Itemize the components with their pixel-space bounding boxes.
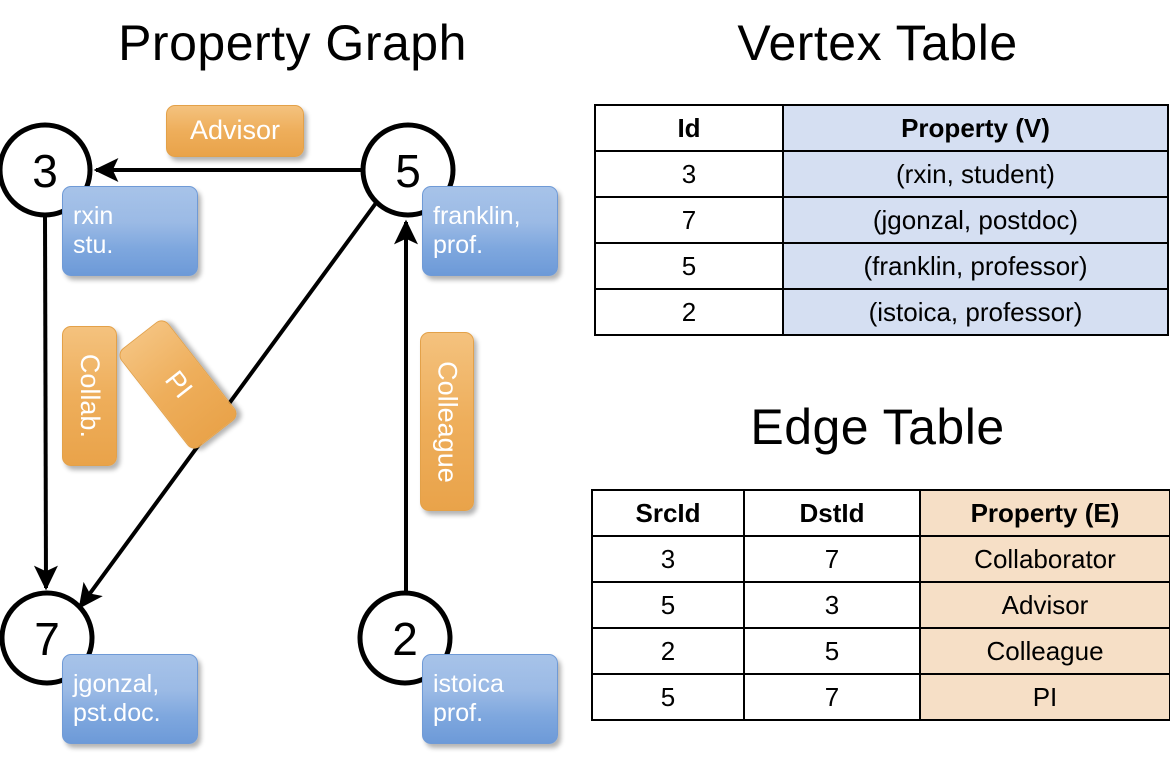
vertex-badge-istoica-line2: prof.	[433, 699, 484, 727]
edge-badge-advisor[interactable]: Advisor	[166, 105, 304, 157]
edge-badge-colleague[interactable]: Colleague	[420, 332, 474, 511]
table-row: 2 5 Colleague	[591, 627, 1170, 675]
edge-row-3-property: PI	[919, 673, 1170, 721]
edge-row-1-dst: 3	[743, 581, 921, 629]
vertex-row-1-property: (jgonzal, postdoc)	[782, 196, 1169, 244]
edge-collab-3-to-7	[33, 214, 58, 591]
graph-node-3-label: 3	[32, 145, 58, 197]
table-header-row: Id Property (V)	[594, 104, 1169, 152]
table-row: 5 (franklin, professor)	[594, 242, 1169, 290]
vertex-row-1-id: 7	[594, 196, 784, 244]
edge-row-0-property: Collaborator	[919, 535, 1170, 583]
edge-table-header-srcid: SrcId	[591, 489, 745, 537]
vertex-row-2-id: 5	[594, 242, 784, 290]
table-row: 3 (rxin, student)	[594, 150, 1169, 198]
vertex-row-3-property: (istoica, professor)	[782, 288, 1169, 336]
table-row: 5 3 Advisor	[591, 581, 1170, 629]
edge-row-2-property: Colleague	[919, 627, 1170, 675]
vertex-row-2-property: (franklin, professor)	[782, 242, 1169, 290]
graph-node-7-label: 7	[34, 613, 60, 665]
graph-node-2-label: 2	[392, 613, 418, 665]
graph-node-5-label: 5	[395, 145, 421, 197]
vertex-badge-istoica[interactable]: istoica prof.	[422, 654, 558, 744]
property-graph-title: Property Graph	[118, 15, 467, 71]
edge-badge-collab[interactable]: Collab.	[62, 326, 117, 466]
edge-badge-advisor-label: Advisor	[189, 115, 281, 146]
edge-table-header-dstid: DstId	[743, 489, 921, 537]
table-row: 3 7 Collaborator	[591, 535, 1170, 583]
vertex-badge-jgonzal[interactable]: jgonzal, pst.doc.	[62, 654, 198, 744]
vertex-table: Id Property (V) 3 (rxin, student) 7 (jgo…	[594, 104, 1169, 336]
vertex-row-3-id: 2	[594, 288, 784, 336]
edge-row-1-src: 5	[591, 581, 745, 629]
edge-row-0-src: 3	[591, 535, 745, 583]
vertex-badge-rxin[interactable]: rxin stu.	[62, 186, 198, 276]
edge-table-header-property: Property (E)	[919, 489, 1170, 537]
vertex-badge-franklin-line1: franklin,	[433, 201, 521, 230]
vertex-badge-jgonzal-line1: jgonzal,	[73, 669, 160, 698]
vertex-row-0-id: 3	[594, 150, 784, 198]
edge-row-1-property: Advisor	[919, 581, 1170, 629]
table-header-row: SrcId DstId Property (E)	[591, 489, 1170, 537]
vertex-row-0-property: (rxin, student)	[782, 150, 1169, 198]
edge-badge-pi-label: PI	[159, 364, 199, 404]
table-row: 5 7 PI	[591, 673, 1170, 721]
vertex-badge-jgonzal-line2: pst.doc.	[73, 699, 161, 727]
edge-row-3-src: 5	[591, 673, 745, 721]
vertex-badge-istoica-line1: istoica	[433, 669, 504, 698]
edge-table-title: Edge Table	[750, 399, 1005, 455]
vertex-badge-rxin-line1: rxin	[73, 201, 114, 230]
edge-table: SrcId DstId Property (E) 3 7 Collaborato…	[591, 489, 1170, 721]
vertex-table-header-property: Property (V)	[782, 104, 1169, 152]
vertex-badge-franklin[interactable]: franklin, prof.	[422, 186, 558, 276]
vertex-table-header-id: Id	[594, 104, 784, 152]
edge-badge-collab-label: Collab.	[75, 353, 106, 439]
table-row: 2 (istoica, professor)	[594, 288, 1169, 336]
edge-badge-colleague-label: Colleague	[432, 360, 463, 483]
vertex-badge-rxin-line2: stu.	[73, 231, 114, 259]
edge-row-2-src: 2	[591, 627, 745, 675]
vertex-table-title: Vertex Table	[737, 15, 1018, 71]
vertex-badge-franklin-line2: prof.	[433, 231, 484, 259]
edge-row-3-dst: 7	[743, 673, 921, 721]
table-row: 7 (jgonzal, postdoc)	[594, 196, 1169, 244]
edge-row-2-dst: 5	[743, 627, 921, 675]
edge-row-0-dst: 7	[743, 535, 921, 583]
